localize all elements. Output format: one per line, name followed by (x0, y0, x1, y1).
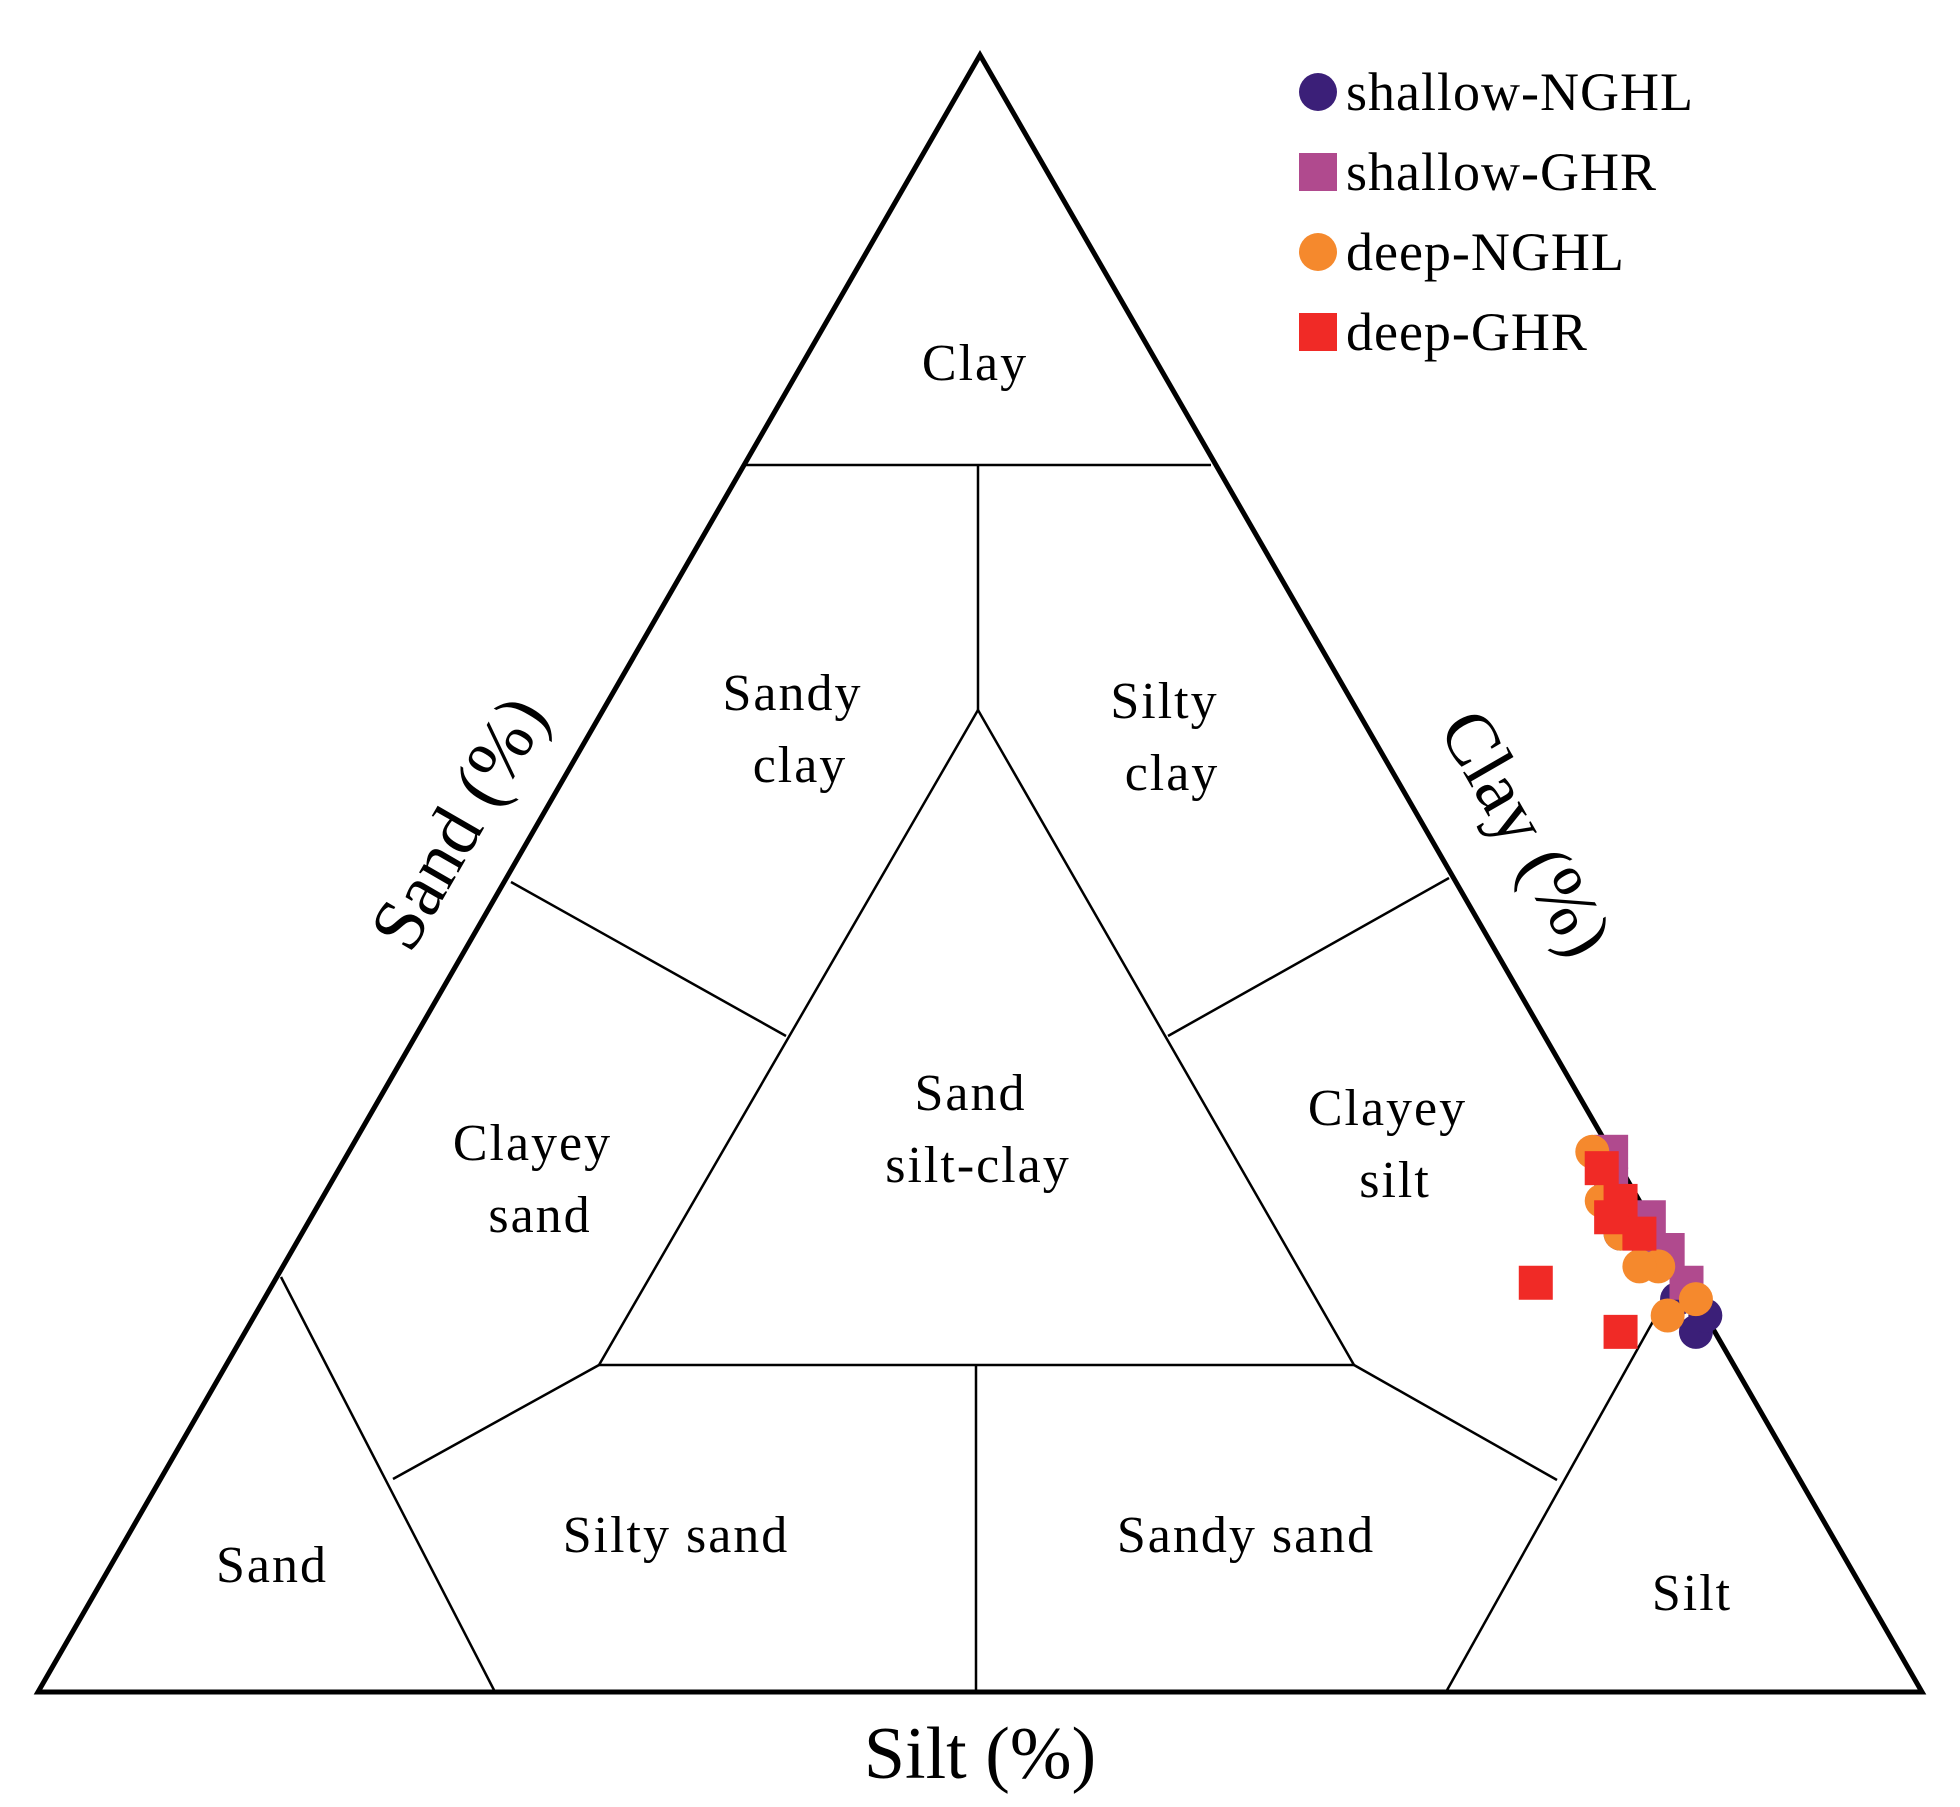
point-deep-nghl-5 (1650, 1298, 1685, 1333)
point-deep-ghr-3 (1622, 1216, 1657, 1251)
region-label-silt: Silt (1652, 1565, 1732, 1622)
legend-label-deep-ghr: deep-GHR (1346, 302, 1588, 362)
boundary-silt (1444, 1290, 1672, 1693)
region-labels: Clay Sandy clay Silty clay Clayey sand S… (216, 335, 1732, 1622)
boundary-silty-clay-clayey-silt (1167, 876, 1450, 1038)
boundary-sand-clayey-sand (279, 1276, 497, 1693)
legend: shallow-NGHL shallow-GHR deep-NGHL deep-GHR (1299, 62, 1694, 362)
ternary-outline (33, 49, 1927, 1695)
region-label-sandy-sand: Sandy sand (1117, 1507, 1375, 1564)
region-label-clayey-silt: Clayey silt (1308, 1080, 1482, 1209)
legend-marker-shallow-nghl (1299, 73, 1337, 111)
boundary-clayey-sand-silty-sand (392, 1363, 600, 1481)
region-boundaries (279, 463, 1672, 1693)
boundary-clayey-silt-sandy-sand (1353, 1363, 1558, 1482)
point-deep-nghl-4 (1622, 1249, 1657, 1284)
boundary-sandy-clay-clayey-sand (510, 880, 787, 1038)
region-label-clay: Clay (922, 335, 1028, 392)
axis-label-sand: Sand (%) (354, 682, 564, 963)
legend-label-shallow-nghl: shallow-NGHL (1346, 62, 1694, 122)
point-deep-nghl-6 (1678, 1282, 1713, 1317)
region-label-sand: Sand (216, 1537, 328, 1594)
inner-triangle-sand-silt-clay (596, 707, 1357, 1367)
legend-marker-deep-nghl (1299, 233, 1337, 271)
point-deep-ghr-0 (1584, 1151, 1619, 1186)
legend-label-deep-nghl: deep-NGHL (1346, 222, 1625, 282)
region-label-silty-sand: Silty sand (563, 1507, 790, 1564)
region-label-clayey-sand: Clayey sand (453, 1115, 627, 1244)
legend-marker-deep-ghr (1299, 313, 1337, 351)
point-deep-ghr-4 (1518, 1265, 1553, 1300)
region-label-silty-clay: Silty clay (1110, 673, 1233, 802)
legend-label-shallow-ghr: shallow-GHR (1346, 142, 1657, 202)
axis-label-silt: Silt (%) (864, 1713, 1096, 1795)
point-deep-ghr-5 (1603, 1314, 1638, 1349)
axis-label-clay: Clay (%) (1423, 696, 1629, 970)
region-label-sand-silt-clay: Sand silt-clay (885, 1065, 1071, 1194)
data-points (1518, 1134, 1723, 1349)
region-label-sandy-clay: Sandy clay (723, 665, 878, 794)
legend-marker-shallow-ghr (1299, 153, 1337, 191)
